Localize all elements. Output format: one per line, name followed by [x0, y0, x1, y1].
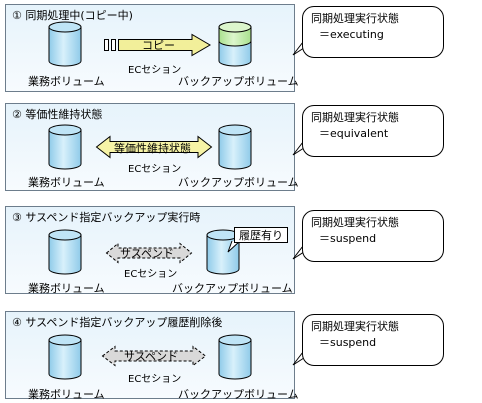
panel-title: ① 同期処理中(コピー中) [12, 9, 133, 22]
suspend-arrow [101, 345, 207, 367]
equivalent-arrow-label: 等価性維持状態 [114, 142, 191, 155]
business-volume-icon [48, 21, 82, 67]
status-title: 同期処理実行状態 [311, 216, 399, 229]
backup-volume-label: バックアップボリューム [172, 282, 293, 295]
suspend-arrow-label: サスペンド [120, 247, 175, 260]
suspend-arrow-label: サスペンド [124, 350, 179, 363]
status-value: ＝suspend [319, 232, 377, 245]
business-volume-label: 業務ボリューム [28, 176, 105, 189]
business-volume-icon [48, 229, 82, 275]
suspend-arrow [105, 242, 193, 264]
business-volume-label: 業務ボリューム [28, 75, 105, 88]
business-volume-icon [48, 334, 82, 380]
panel-title: ④ サスペンド指定バックアップ履歴削除後 [12, 316, 223, 329]
panel-2: ② 等価性維持状態 等価性維持状態 ECセション 業務ボリューム バックアップボ… [5, 103, 299, 191]
backup-volume-icon [218, 21, 252, 67]
panel-title: ② 等価性維持状態 [12, 108, 103, 121]
backup-volume-label: バックアップボリューム [178, 388, 299, 401]
equivalent-arrow [95, 135, 213, 159]
business-volume-icon [48, 124, 82, 170]
panel-title: ③ サスペンド指定バックアップ実行時 [12, 211, 201, 224]
ec-session-label: ECセション [128, 164, 182, 175]
status-callout-1: 同期処理実行状態 ＝executing [302, 6, 444, 58]
ec-session-label: ECセション [128, 65, 182, 76]
status-value: ＝suspend [319, 336, 377, 349]
status-title: 同期処理実行状態 [311, 320, 399, 333]
status-callout-3: 同期処理実行状態 ＝suspend [302, 210, 444, 262]
status-value: ＝equivalent [319, 127, 389, 140]
status-title: 同期処理実行状態 [311, 111, 399, 124]
panel-1: ① 同期処理中(コピー中) コピー ECセション 業務ボリューム バックアップボ… [5, 4, 299, 92]
backup-volume-icon [218, 124, 252, 170]
backup-volume-label: バックアップボリューム [178, 75, 299, 88]
status-value: ＝executing [319, 28, 384, 41]
panel-4: ④ サスペンド指定バックアップ履歴削除後 サスペンド ECセション 業務ボリュー… [5, 311, 299, 401]
ec-session-label: ECセション [128, 374, 182, 385]
panel-3: ③ サスペンド指定バックアップ実行時 サスペンド ECセション 業務ボリューム … [5, 206, 295, 295]
ec-session-label: ECセション [124, 269, 178, 280]
copy-arrow [104, 33, 211, 57]
status-callout-4: 同期処理実行状態 ＝suspend [302, 314, 444, 366]
history-note: 履歴有り [234, 227, 288, 243]
backup-volume-icon [218, 334, 252, 380]
status-callout-2: 同期処理実行状態 ＝equivalent [302, 105, 444, 157]
business-volume-label: 業務ボリューム [28, 282, 105, 295]
history-note-pointer [227, 240, 241, 253]
status-title: 同期処理実行状態 [311, 12, 399, 25]
business-volume-label: 業務ボリューム [28, 388, 105, 401]
copy-arrow-label: コピー [142, 39, 175, 52]
backup-volume-label: バックアップボリューム [178, 176, 299, 189]
